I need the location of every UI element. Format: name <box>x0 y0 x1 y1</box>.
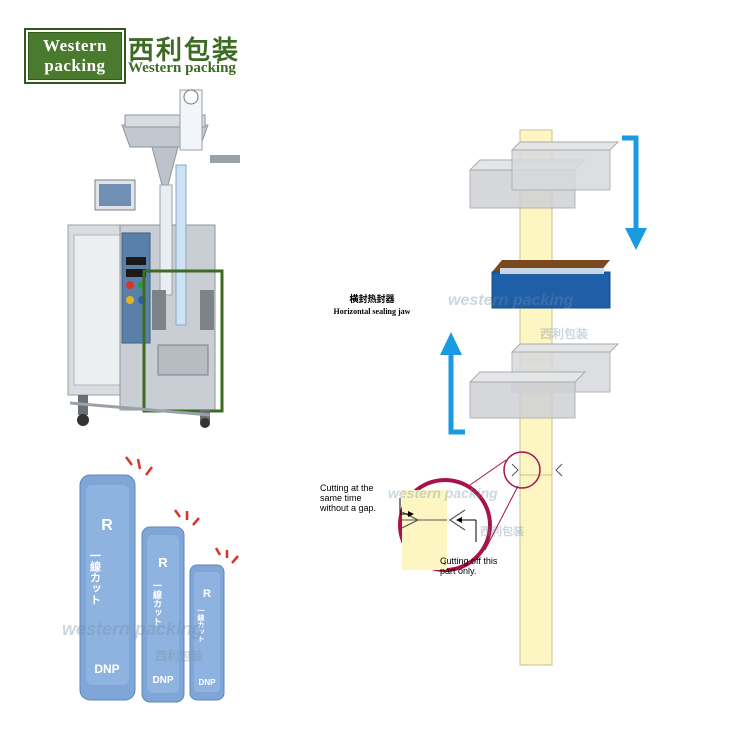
sachet-samples: R 一線カット DNP R 一線カット DNP R 一線カット DNP west… <box>62 456 239 703</box>
sachet-text-small: 一線カット <box>197 607 205 642</box>
medium-sachet: R 一線カット DNP <box>141 526 185 703</box>
logo-line-1: Western <box>43 36 107 55</box>
sachet-brand-small: DNP <box>199 678 217 687</box>
detail-marker-icon <box>503 451 541 489</box>
logo-line-2: packing <box>44 56 106 75</box>
note-cut-this-part: Cutting off this part only. <box>440 556 500 576</box>
watermark-diagram-1-cn: 西利包装 <box>540 326 588 341</box>
sachet-r-small: R <box>203 588 211 600</box>
sachet-brand-medium: DNP <box>152 675 173 686</box>
watermark-sachets-cn: 西利包装 <box>155 648 203 663</box>
logo-badge: Western packing <box>24 28 126 84</box>
logo-english-name: Western packing <box>128 60 236 76</box>
jaw-label-en: Horizontal sealing jaw <box>334 307 411 316</box>
packing-machine-illustration <box>67 89 240 428</box>
small-sachet: R 一線カット DNP <box>189 564 225 701</box>
watermark-diagram-2-cn: 西利包装 <box>480 524 524 538</box>
sachet-text-medium: 一線カット <box>151 581 162 626</box>
down-arrow-icon <box>622 135 647 250</box>
watermark-diagram-1: western packing <box>448 292 574 309</box>
cut-detail-circle <box>398 478 492 572</box>
watermark-sachets: western packing <box>62 619 203 639</box>
horizontal-sealing-jaw <box>491 260 611 309</box>
sachet-text-large: 一線カット <box>89 550 102 605</box>
note-cut-same-time: Cutting at the same time without a gap. <box>319 483 376 513</box>
sealing-diagram: 横封热封器 Horizontal sealing jaw Cutting at … <box>319 129 647 666</box>
sachet-brand-large: DNP <box>94 662 119 676</box>
sachet-r-large: R <box>101 517 113 534</box>
bottom-sealing-jaw <box>468 343 620 419</box>
logo-chinese-name: 西利包装 <box>128 36 241 66</box>
watermark-diagram-2: western packing <box>388 485 498 501</box>
cut-mark-icons <box>125 456 239 564</box>
large-sachet: R 一線カット DNP <box>79 474 136 701</box>
jaw-label-cn: 横封热封器 <box>349 293 395 305</box>
up-arrow-icon <box>440 332 465 435</box>
sachet-r-medium: R <box>158 555 168 570</box>
top-sealing-jaw <box>468 141 620 209</box>
